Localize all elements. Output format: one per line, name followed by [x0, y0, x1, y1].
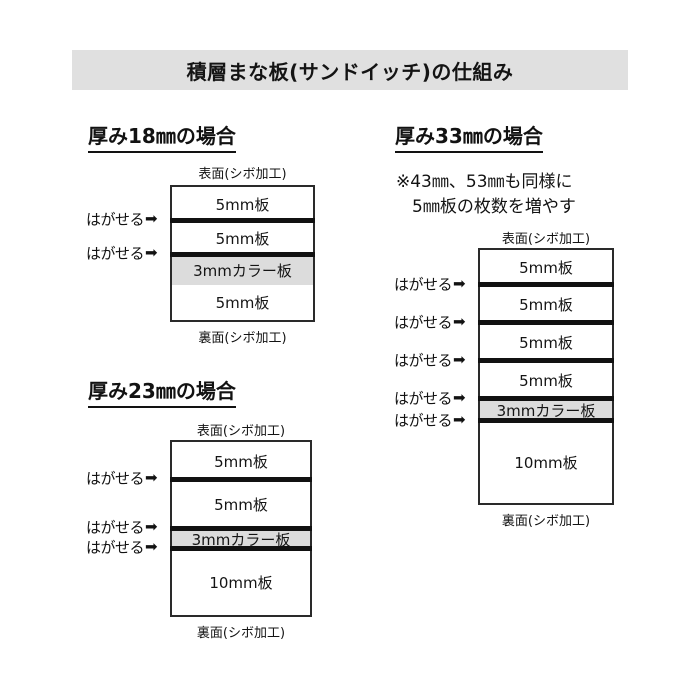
layer-stack-18mm: 5mm板 5mm板 3mmカラー板 5mm板 — [170, 185, 315, 322]
layer-row: 5mm板 — [172, 285, 313, 320]
layer-label: 10mm板 — [514, 453, 578, 472]
peelable-annotation: はがせる ➡ — [86, 243, 158, 264]
layer-row: 5mm板 — [172, 442, 310, 480]
layer-label: 5mm板 — [215, 229, 270, 248]
layer-label: 3mmカラー板 — [193, 261, 292, 280]
peelable-annotation: はがせる ➡ — [86, 537, 158, 558]
section-heading-33mm: 厚み33㎜の場合 — [395, 120, 543, 153]
layer-row: 3mmカラー板 — [170, 252, 315, 285]
title-banner: 積層まな板(サンドイッチ)の仕組み — [72, 50, 628, 90]
peelable-label: はがせる — [394, 275, 453, 294]
arrow-right-icon: ➡ — [145, 243, 158, 262]
peelable-label: はがせる — [86, 469, 145, 488]
note-line-1: ※43㎜、53㎜も同様に — [396, 172, 573, 192]
bottom-face-label-23mm: 裏面(シボ加工) — [196, 626, 286, 641]
peelable-annotation: はがせる ➡ — [86, 209, 158, 230]
top-face-label-18mm: 表面(シボ加工) — [198, 167, 287, 182]
arrow-right-icon: ➡ — [453, 274, 466, 293]
page-title: 積層まな板(サンドイッチ)の仕組み — [186, 59, 514, 84]
arrow-right-icon: ➡ — [453, 312, 466, 331]
peelable-label: はがせる — [86, 538, 145, 557]
layer-row: 5mm板 — [478, 320, 614, 361]
section-note-33mm: ※43㎜、53㎜も同様に 5㎜板の枚数を増やす — [396, 170, 576, 219]
layer-row: 10mm板 — [170, 546, 312, 615]
layer-row: 5mm板 — [172, 187, 313, 221]
layer-label: 3mmカラー板 — [496, 401, 596, 420]
peelable-label: はがせる — [394, 351, 453, 370]
arrow-right-icon: ➡ — [145, 468, 158, 487]
layer-row: 10mm板 — [478, 418, 614, 503]
peelable-annotation: はがせる ➡ — [86, 468, 158, 489]
layer-row: 5mm板 — [480, 250, 612, 285]
layer-row: 3mmカラー板 — [170, 526, 312, 549]
layer-label: 10mm板 — [209, 573, 273, 592]
layer-label: 5mm板 — [519, 333, 573, 352]
arrow-right-icon: ➡ — [453, 410, 466, 429]
layer-stack-33mm: 5mm板 5mm板 5mm板 5mm板 3mmカラー板 10mm板 — [478, 248, 614, 505]
arrow-right-icon: ➡ — [145, 209, 158, 228]
bottom-face-label-18mm: 裏面(シボ加工) — [198, 331, 287, 346]
peelable-label: はがせる — [86, 244, 145, 263]
layer-label: 5mm板 — [519, 295, 573, 314]
layer-label: 3mmカラー板 — [191, 530, 291, 549]
peelable-annotation: はがせる ➡ — [394, 312, 466, 333]
layer-row: 5mm板 — [170, 477, 312, 529]
section-heading-18mm: 厚み18㎜の場合 — [88, 120, 236, 153]
layer-row: 5mm板 — [478, 358, 614, 399]
layer-label: 5mm板 — [215, 195, 270, 214]
peelable-label: はがせる — [394, 411, 453, 430]
arrow-right-icon: ➡ — [145, 517, 158, 536]
layer-row: 5mm板 — [478, 282, 614, 323]
top-face-label-23mm: 表面(シボ加工) — [196, 424, 286, 439]
bottom-face-label-33mm: 裏面(シボ加工) — [501, 514, 591, 529]
layer-row: 3mmカラー板 — [478, 396, 614, 421]
layer-label: 5mm板 — [519, 371, 573, 390]
layer-label: 5mm板 — [215, 294, 270, 312]
layer-row: 5mm板 — [170, 218, 315, 255]
peelable-annotation: はがせる ➡ — [394, 350, 466, 371]
section-heading-23mm: 厚み23㎜の場合 — [88, 375, 236, 408]
peelable-label: はがせる — [86, 518, 145, 537]
arrow-right-icon: ➡ — [453, 388, 466, 407]
layer-label: 5mm板 — [519, 259, 573, 277]
peelable-annotation: はがせる ➡ — [86, 517, 158, 538]
peelable-label: はがせる — [394, 389, 453, 408]
top-face-label-33mm: 表面(シボ加工) — [501, 232, 591, 247]
peelable-annotation: はがせる ➡ — [394, 388, 466, 409]
layer-label: 5mm板 — [214, 452, 268, 471]
note-line-2: 5㎜板の枚数を増やす — [412, 196, 576, 217]
peelable-annotation: はがせる ➡ — [394, 410, 466, 431]
arrow-right-icon: ➡ — [453, 350, 466, 369]
arrow-right-icon: ➡ — [145, 537, 158, 556]
peelable-label: はがせる — [394, 313, 453, 332]
peelable-label: はがせる — [86, 210, 145, 229]
layer-stack-23mm: 5mm板 5mm板 3mmカラー板 10mm板 — [170, 440, 312, 617]
layer-label: 5mm板 — [214, 496, 268, 514]
peelable-annotation: はがせる ➡ — [394, 274, 466, 295]
